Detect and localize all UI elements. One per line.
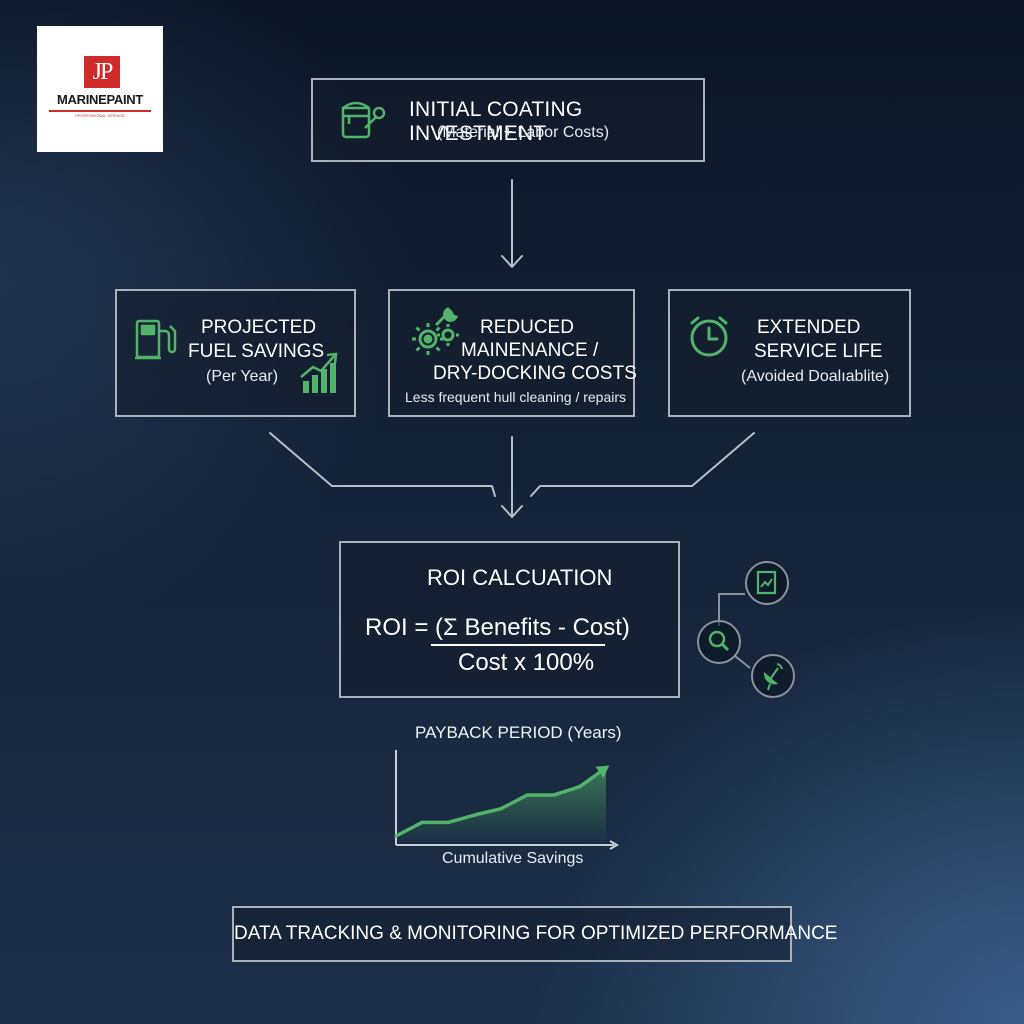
- maintenance-costs-box: REDUCED MAINENANCE / DRY-DOCKING COSTS L…: [388, 289, 637, 417]
- maint-line1: REDUCED: [480, 317, 574, 338]
- series-arrowhead: [595, 765, 610, 779]
- logo-tagline: PROFESSIONAL SERVICE: [49, 110, 151, 118]
- monitoring-network: [697, 561, 795, 698]
- payback-chart: [394, 750, 620, 850]
- connector-right: [530, 432, 755, 497]
- rising-bar-chart-icon: [300, 352, 338, 393]
- fuel-line1: PROJECTED: [201, 317, 317, 338]
- fuel-line3: (Per Year): [206, 368, 279, 385]
- initial-investment-box: INITIAL COATING INVESTMENT (Material + L…: [311, 78, 705, 162]
- life-line3: (Avoided Doalıablite): [741, 368, 890, 385]
- series-area: [396, 767, 606, 845]
- paint-bucket-wrench-icon: [341, 101, 386, 139]
- initial-investment-title: INITIAL COATING INVESTMENT: [409, 98, 583, 145]
- satellite-dish-icon: [751, 654, 795, 698]
- logo-name: MARINEPAINT: [56, 92, 143, 107]
- maint-line2: MAINENANCE /: [461, 340, 599, 361]
- fuel-line2: FUEL SAVINGS: [188, 341, 325, 362]
- data-point: [446, 820, 451, 824]
- initial-investment-subtitle: (Material + Labor Costs): [437, 124, 610, 141]
- maint-line4: Less frequent hull cleaning / repairs: [405, 389, 627, 405]
- life-line2: SERVICE LIFE: [754, 341, 883, 362]
- data-tracking-banner: DATA TRACKING & MONITORING FOR OPTIMIZED…: [232, 906, 838, 962]
- fuel-pump-icon: [135, 319, 177, 360]
- data-point: [473, 813, 477, 817]
- search-icon: [697, 620, 741, 664]
- data-point: [551, 793, 556, 797]
- clock-icon: [690, 316, 728, 357]
- chart-title: PAYBACK PERIOD (Years): [415, 723, 622, 742]
- roi-fraction-bar: [431, 644, 605, 646]
- arrow-mid-head: [501, 505, 523, 518]
- roi-formula-numerator: ROI = (Σ Benefits - Cost): [365, 614, 630, 641]
- logo-mark: JP: [84, 56, 120, 88]
- gears-wrench-icon: [412, 307, 459, 355]
- connector-left: [269, 432, 496, 497]
- roi-formula-denominator: Cost x 100%: [458, 649, 595, 676]
- roi-title: ROI CALCUATION: [427, 565, 613, 590]
- service-life-box: EXTENDED SERVICE LIFE (Avoided Doalıabli…: [668, 289, 911, 417]
- data-point: [420, 820, 424, 824]
- fuel-savings-box: PROJECTED FUEL SAVINGS (Per Year): [115, 289, 356, 417]
- data-tracking-text: DATA TRACKING & MONITORING FOR OPTIMIZED…: [234, 923, 838, 944]
- arrow-top-head: [501, 255, 523, 268]
- x-axis-arrowhead: [609, 840, 620, 850]
- data-point: [499, 807, 503, 811]
- report-icon: [745, 561, 789, 605]
- roi-calculation-box: ROI CALCUATION ROI = (Σ Benefits - Cost)…: [339, 541, 680, 698]
- maint-line3: DRY-DOCKING COSTS: [433, 363, 637, 384]
- life-line1: EXTENDED: [757, 317, 861, 338]
- data-point: [578, 785, 582, 789]
- brand-logo: JP MARINEPAINT PROFESSIONAL SERVICE: [37, 26, 163, 152]
- data-point: [394, 834, 398, 838]
- data-point: [525, 793, 529, 797]
- chart-x-label: Cumulative Savings: [442, 850, 584, 867]
